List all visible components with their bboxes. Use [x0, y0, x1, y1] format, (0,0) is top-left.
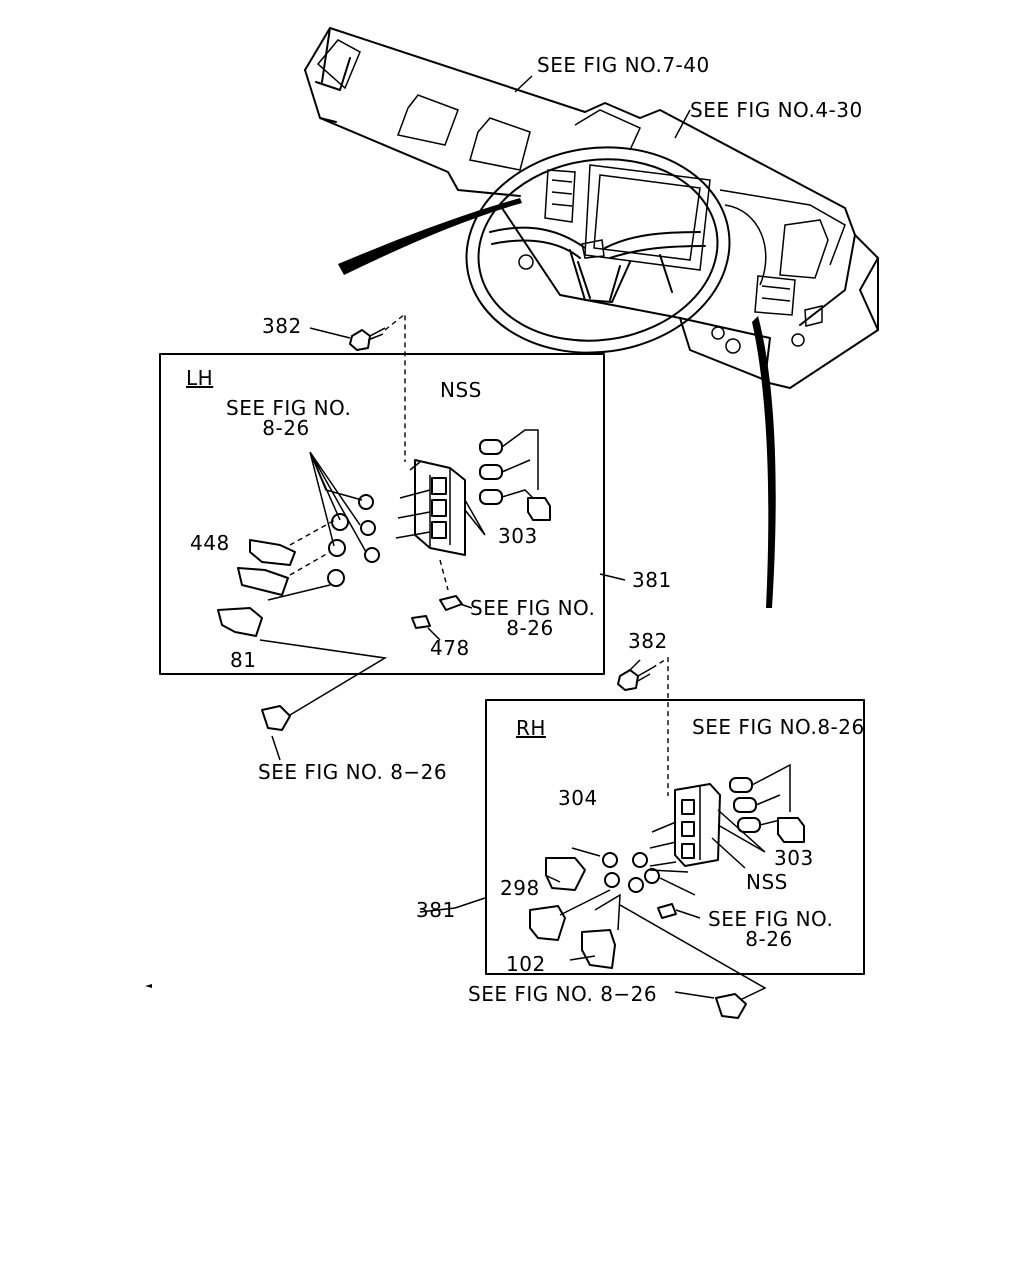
lh-switch-assembly	[217, 429, 626, 641]
see-fig-bottom-rh-label: SEE FIG NO. 8−26	[468, 982, 658, 1006]
lh-label: LH	[186, 366, 214, 390]
part-382-rh-label: 382	[628, 629, 668, 653]
part-448-label: 448	[190, 531, 230, 555]
lh-see-fig-lower-label: SEE FIG NO. 8-26	[470, 596, 596, 640]
lh-nss-label: NSS	[440, 378, 482, 402]
see-fig-4-30-label: SEE FIG NO.4-30	[690, 98, 863, 122]
rh-303-label: 303	[774, 846, 814, 870]
lh-clip	[259, 639, 388, 761]
see-fig-bottom-lh-label: SEE FIG NO. 8−26	[258, 760, 448, 784]
part-381-lh-label: 381	[632, 568, 672, 592]
see-fig-7-40-label: SEE FIG NO.7-40	[537, 53, 710, 77]
wiring-stroke-right	[752, 316, 776, 608]
dashboard-illustration	[304, 27, 879, 389]
part-81-label: 81	[230, 648, 257, 672]
part-478-label: 478	[430, 636, 470, 660]
rh-see-fig-top-label: SEE FIG NO.8-26	[692, 715, 865, 739]
part-382-top-label: 382	[262, 314, 302, 338]
rh-see-fig-lower-label: SEE FIG NO. 8-26	[708, 907, 834, 951]
wiring-stroke-left	[338, 198, 522, 275]
steering-wheel	[465, 146, 731, 354]
lh-303-label: 303	[498, 524, 538, 548]
part-304-label: 304	[558, 786, 598, 810]
lh-box	[159, 353, 605, 675]
part-381-rh-label: 381	[416, 898, 456, 922]
lh-see-fig-label: SEE FIG NO. 8-26	[226, 396, 352, 440]
bolt-382-top	[309, 312, 406, 462]
rh-clip	[619, 904, 767, 1019]
part-298-label: 298	[500, 876, 540, 900]
rh-label: RH	[516, 716, 546, 740]
part-102-label: 102	[506, 952, 546, 976]
bolt-382-rh	[617, 656, 669, 796]
rh-nss-label: NSS	[746, 870, 788, 894]
rh-box	[485, 699, 865, 975]
rh-switch-assembly	[529, 763, 805, 969]
